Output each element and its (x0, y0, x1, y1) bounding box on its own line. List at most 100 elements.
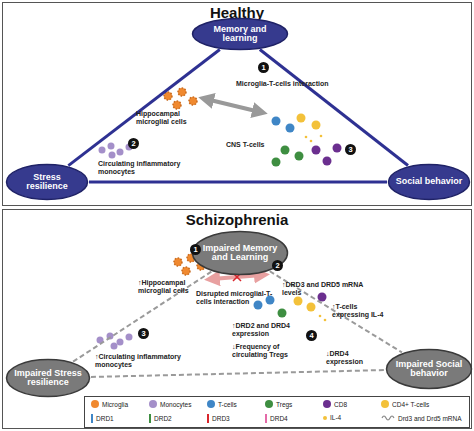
callout-number: 2 (128, 138, 139, 149)
t-cell (254, 301, 263, 310)
legend-swatch (207, 400, 215, 408)
legend-swatch (265, 400, 273, 408)
ellipse-shape (193, 19, 288, 50)
outcome-ellipse: Impaired Stress resilience (5, 358, 91, 398)
legend-item: DRD2 (149, 414, 172, 423)
legend-item: DRD4 (265, 414, 288, 423)
monocyte-cell (117, 149, 124, 156)
callout-number: 2 (272, 260, 283, 271)
annotation-text: ↑DRD3 and DRD5 mRNA levels (282, 281, 364, 296)
il4-dot (324, 319, 327, 322)
legend-swatch (381, 400, 389, 408)
legend-label: CD8 (334, 401, 347, 408)
monocyte-cell (109, 152, 116, 159)
cd8-cell (312, 146, 321, 155)
legend-label: Tregs (276, 401, 292, 408)
mrna-symbol (381, 414, 395, 422)
ellipse-shape (387, 350, 472, 389)
annotation-text: ↓Frequency of circulating Tregs (232, 343, 304, 358)
ellipse-shape (7, 165, 88, 200)
annotation-text: ↑DRD2 and DRD4 expression (232, 322, 304, 337)
cd8-cell (333, 144, 342, 153)
legend-swatch (207, 414, 209, 423)
microglia-cell (182, 267, 190, 275)
cd8-cell (318, 293, 327, 302)
legend-item: Tregs (265, 400, 292, 408)
ellipse-label: Impaired Social behavior (393, 360, 465, 379)
interaction-arrow (206, 99, 260, 112)
legend-item: Drd3 and Drd5 mRNA (381, 414, 462, 422)
il4-dot (319, 315, 322, 318)
outcome-ellipse: Stress resilience (5, 163, 89, 201)
legend-label: IL-4 (330, 414, 341, 421)
il4-dot (305, 136, 308, 139)
treg-cell (295, 152, 304, 161)
annotation-text: ↑T-cells expressing IL-4 (332, 303, 384, 318)
outcome-ellipse: Memory and learning (191, 17, 289, 51)
ellipse-shape (389, 165, 470, 200)
monocyte-cell (108, 143, 115, 150)
legend-label: DRD4 (270, 415, 288, 422)
il4-dot (320, 135, 323, 138)
legend-swatch (149, 400, 157, 408)
annotation-text: ↑Circulating inflammatory monocytes (95, 353, 195, 368)
triangle-connector (260, 50, 408, 166)
legend-label: Drd3 and Drd5 mRNA (398, 415, 462, 422)
treg-cell (272, 158, 281, 167)
microglia-cell (178, 88, 186, 96)
ellipse-label: Memory and learning (199, 25, 281, 44)
cd4-t-cell (307, 303, 316, 312)
annotation-text: CNS T-cells (226, 141, 271, 149)
legend-swatch (265, 414, 267, 423)
annotation-text: ↓DRD4 expression (326, 350, 384, 365)
monocyte-cell (117, 339, 124, 346)
legend-label: Microglia (102, 401, 128, 408)
monocyte-cell (111, 343, 118, 350)
cd4-t-cell (297, 114, 306, 123)
text-wrap: Stress resilience (5, 163, 89, 201)
cd4-t-cell (294, 297, 303, 306)
legend-item: CD4+ T-cells (381, 400, 429, 408)
microglia-cell (174, 258, 182, 266)
legend-item: DRD3 (207, 414, 230, 423)
legend-item: DRD1 (91, 414, 114, 423)
monocyte-cell (99, 147, 106, 154)
legend-item: T-cells (207, 400, 237, 408)
treg-cell (278, 309, 287, 318)
panel-title: Schizophrenia (3, 211, 471, 228)
t-cell (286, 124, 295, 133)
text-wrap: Social behavior (387, 163, 471, 201)
annotation-text: Disrupted microglial-T-cells interaction (196, 290, 278, 305)
microglia-cell (173, 101, 181, 109)
monocyte-cell (126, 334, 133, 341)
il4-dot (310, 140, 313, 143)
treg-cell (281, 146, 290, 155)
outcome-ellipse: Impaired Social behavior (385, 348, 473, 390)
ellipse-shape (193, 232, 288, 275)
text-wrap: Memory and learning (191, 17, 289, 51)
annotation-text: Microglia-T-cells interaction (236, 80, 331, 88)
legend-swatch (91, 400, 99, 408)
triangle-connector (68, 49, 219, 165)
triangle-connector (89, 181, 387, 184)
ellipse-label: Stress resilience (13, 173, 81, 192)
legend-label: T-cells (218, 401, 237, 408)
legend-swatch (149, 414, 151, 423)
legend-label: DRD3 (212, 415, 230, 422)
text-wrap: Schizophrenia (3, 211, 471, 228)
cd4-t-cell (312, 121, 321, 130)
text-wrap: Impaired Social behavior (385, 348, 473, 390)
legend-swatch (91, 414, 93, 423)
triangle-connector (270, 271, 402, 352)
text-wrap: Impaired Stress resilience (5, 358, 91, 398)
legend-item: IL-4 (323, 414, 341, 421)
legend-swatch (323, 400, 331, 408)
annotation-text: Hippocampal microglial cells (136, 110, 210, 125)
legend-box: MicrogliaMonocytesT-cellsTregsCD8CD4+ T-… (84, 396, 470, 428)
annotation-text: Circulating inflammatory monocytes (98, 160, 198, 175)
mrna-wave (382, 416, 394, 420)
cd8-cell (323, 157, 332, 166)
callout-number: 1 (190, 244, 201, 255)
